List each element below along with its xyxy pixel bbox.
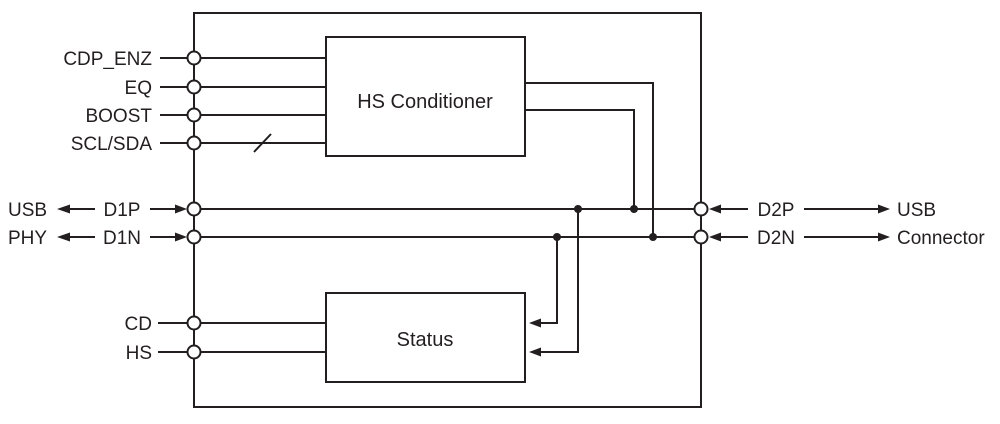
- pin-label-d2p: D2P: [758, 200, 795, 221]
- pin-label-d1p: D1P: [104, 200, 141, 221]
- wire-d1n-tap-to-status: [540, 237, 558, 324]
- wire-hs-out-to-d2n: [525, 82, 654, 237]
- junction-dots: [553, 205, 657, 241]
- pin-label-boost: BOOST: [85, 106, 152, 127]
- hs-conditioner-block-label: HS Conditioner: [357, 91, 493, 113]
- pin-eq: [186, 79, 202, 95]
- arrow-left-to-usb-phy-d1n-icon: [57, 232, 70, 242]
- arrowheads: [57, 204, 890, 357]
- wire-d1p-tap-to-status: [540, 209, 579, 353]
- bus-slash-icon: [253, 133, 272, 153]
- pin-d2n: [693, 229, 709, 245]
- pin-d1n: [186, 229, 202, 245]
- pin-scl-sda: [186, 135, 202, 151]
- external-label-usb-connector-2: Connector: [897, 228, 985, 249]
- hs-conditioner-block: [325, 36, 526, 157]
- arrow-right-d2p-to-connector-icon: [878, 204, 890, 214]
- external-label-usb-phy-1: USB: [8, 200, 47, 221]
- external-label-usb-connector-1: USB: [897, 200, 936, 221]
- pin-boost: [186, 107, 202, 123]
- status-block-label: Status: [397, 329, 454, 351]
- status-block: [325, 292, 526, 383]
- junction-d2n-hs-out: [649, 233, 657, 241]
- pin-label-scl-sda: SCL/SDA: [71, 134, 153, 155]
- arrow-right-d1p-into-pin-icon: [175, 204, 187, 214]
- pin-label-hs: HS: [126, 343, 152, 364]
- wires: [68, 57, 879, 353]
- external-label-usb-phy-2: PHY: [8, 228, 47, 249]
- arrow-into-status-top-icon: [529, 318, 541, 328]
- pin-cd: [186, 315, 202, 331]
- pin-d2p: [693, 201, 709, 217]
- arrow-left-d2n-into-pin-icon: [709, 232, 721, 242]
- pin-label-cd: CD: [125, 314, 152, 335]
- arrow-right-d2n-to-connector-icon: [878, 232, 890, 242]
- pin-cdp-enz: [186, 50, 202, 66]
- pin-label-cdp-enz: CDP_ENZ: [63, 49, 152, 70]
- labels: CDP_ENZ EQ BOOST SCL/SDA USB PHY D1P D1N…: [8, 49, 985, 364]
- arrow-into-status-bottom-icon: [529, 347, 541, 357]
- pin-label-d1n: D1N: [103, 228, 141, 249]
- junction-d2p-hs-out: [630, 205, 638, 213]
- arrow-right-d1n-into-pin-icon: [175, 232, 187, 242]
- wire-hs-out-to-d2p: [525, 109, 635, 209]
- arrow-left-d2p-into-pin-icon: [709, 204, 721, 214]
- pin-hs: [186, 344, 202, 360]
- pin-terminals: [186, 50, 709, 360]
- pin-d1p: [186, 201, 202, 217]
- junction-d1n-tap: [553, 233, 561, 241]
- pin-label-d2n: D2N: [757, 228, 795, 249]
- arrow-left-to-usb-phy-d1p-icon: [57, 204, 70, 214]
- junction-d1p-tap: [574, 205, 582, 213]
- pin-label-eq: EQ: [125, 78, 152, 99]
